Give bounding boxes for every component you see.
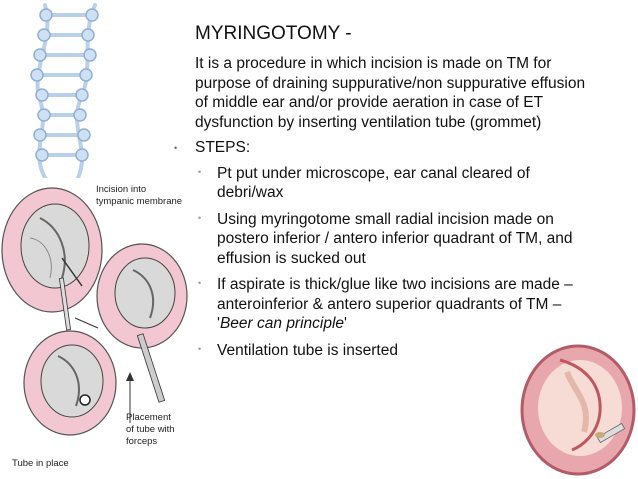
step-text-before: If aspirate is thick/glue like two incis… xyxy=(217,276,573,332)
ear-diagram-tube-in-place xyxy=(23,330,117,436)
myringotomy-illustration: Incision into tympanic membrane Placemen… xyxy=(0,178,195,479)
slide-text: MYRINGOTOMY - It is a procedure in which… xyxy=(174,22,590,367)
label-tube-in-place: Tube in place xyxy=(12,458,69,469)
step-item: • Using myringotome small radial incisio… xyxy=(198,210,590,269)
step-item: • If aspirate is thick/glue like two inc… xyxy=(198,275,590,334)
step-emphasis: Beer can principle xyxy=(219,315,345,332)
bullet-icon: • xyxy=(198,278,202,288)
bullet-icon: • xyxy=(198,343,202,354)
steps-heading-text: STEPS: xyxy=(195,139,251,156)
steps-heading: • STEPS: xyxy=(174,138,590,158)
label-placement-line2: of tube with xyxy=(126,424,175,435)
step-item: • Pt put under microscope, ear canal cle… xyxy=(198,164,590,203)
slide-title: MYRINGOTOMY - xyxy=(195,23,352,44)
bullet-icon: • xyxy=(174,143,178,153)
ear-diagram-incision xyxy=(1,187,103,331)
step-text: Using myringotome small radial incision … xyxy=(217,210,573,267)
step-text: Pt put under microscope, ear canal clear… xyxy=(217,164,530,202)
ear-drum-photo xyxy=(512,322,638,479)
step-text: Ventilation tube is inserted xyxy=(217,341,398,359)
label-placement-line1: Placement xyxy=(126,412,171,423)
bullet-icon: • xyxy=(198,166,202,177)
label-incision-line1: Incision into xyxy=(96,184,146,195)
intro-paragraph: It is a procedure in which incision is m… xyxy=(195,55,586,131)
label-placement-line3: forceps xyxy=(126,436,157,447)
ear-diagram-tube-placement xyxy=(96,243,188,403)
label-incision-line2: tympanic membrane xyxy=(96,196,182,207)
bullet-icon: • xyxy=(198,212,202,223)
step-item: • Ventilation tube is inserted xyxy=(198,341,590,361)
step-text-after: ' xyxy=(344,315,348,332)
dna-helix-decoration xyxy=(30,3,99,180)
